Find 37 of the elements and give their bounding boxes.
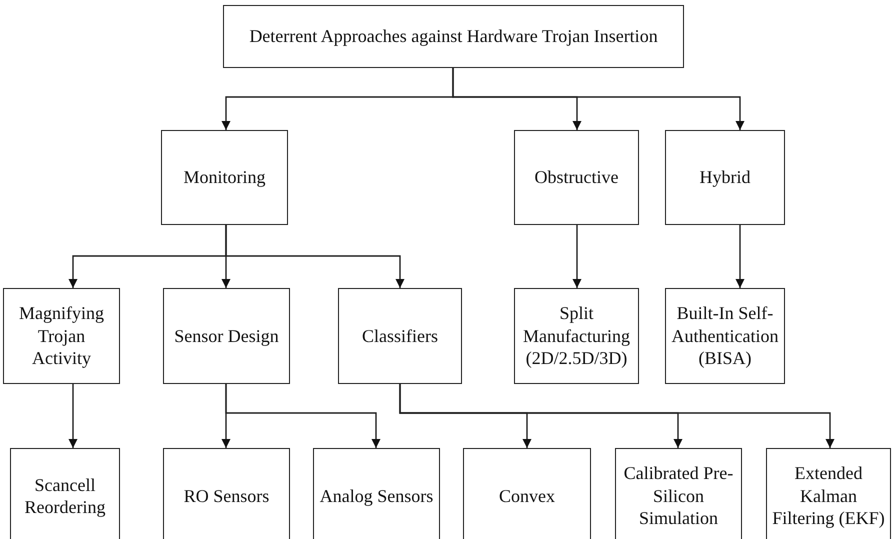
arrow — [736, 225, 744, 288]
category-box — [163, 448, 290, 539]
category-box — [514, 288, 639, 384]
category-box — [161, 130, 288, 225]
category-box — [3, 288, 120, 384]
node-label: Monitoring — [183, 166, 266, 189]
category-box — [223, 5, 684, 68]
node-label: Extended Kalman Filtering (EKF) — [771, 462, 886, 530]
category-box — [766, 448, 891, 539]
category-box — [615, 448, 742, 539]
category-box — [338, 288, 462, 384]
category-box — [514, 130, 639, 225]
node-label: RO Sensors — [184, 484, 270, 508]
arrow — [225, 225, 404, 288]
node-label: Magnifying Trojan Activity — [18, 302, 105, 370]
node-label: Obstructive — [534, 166, 618, 189]
node-label: Classifiers — [362, 324, 438, 348]
category-box — [163, 288, 290, 384]
node-label: Split Manufacturing (2D/2.5D/3D) — [522, 302, 631, 370]
arrow — [572, 225, 582, 288]
category-box — [463, 448, 591, 539]
node-label: Hybrid — [700, 166, 750, 189]
arrow — [399, 384, 834, 448]
category-box — [665, 130, 785, 225]
node-label: Deterrent Approaches against Hardware Trojan Insertion — [249, 25, 658, 48]
node-label: Sensor Design — [174, 324, 279, 348]
node-label: Analog Sensors — [320, 484, 434, 508]
arrow — [68, 384, 78, 448]
arrow — [225, 384, 380, 448]
arrow — [452, 68, 744, 130]
node-label: Calibrated Pre-Silicon Simulation — [622, 462, 734, 530]
node-label: Built-In Self-Authentication (BISA) — [670, 302, 780, 370]
category-box — [10, 448, 120, 539]
category-box — [665, 288, 785, 384]
category-box — [313, 448, 440, 539]
node-label: Convex — [499, 484, 555, 508]
node-label: Scancell Reordering — [24, 474, 106, 518]
